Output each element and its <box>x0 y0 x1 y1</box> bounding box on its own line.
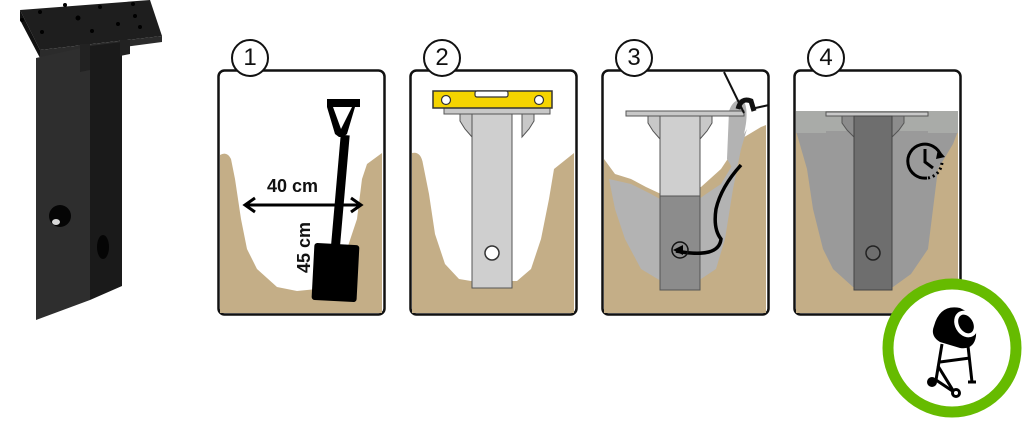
step-number-badge: 4 <box>807 39 845 77</box>
shovel-icon <box>242 99 364 303</box>
spirit-level-icon <box>432 90 553 109</box>
step-1-panel: 1 40 cm 45 cm <box>217 39 386 316</box>
step-number-badge: 3 <box>615 39 653 77</box>
concrete-pour-icon <box>671 71 770 259</box>
concrete-mixer-badge <box>880 276 1024 418</box>
step-number-badge: 2 <box>423 39 461 77</box>
step-4-panel: 4 <box>793 39 962 316</box>
hole-width-label: 40 cm <box>267 176 319 196</box>
step-number-badge: 1 <box>231 39 269 77</box>
concrete-mixer-icon <box>927 307 978 398</box>
hole-depth-label: 45 cm <box>294 221 314 273</box>
post-anchor-product-image <box>0 0 200 340</box>
curing-clock-icon <box>906 142 945 180</box>
step-3-panel: 3 <box>601 39 770 316</box>
step-2-panel: 2 <box>409 39 578 316</box>
